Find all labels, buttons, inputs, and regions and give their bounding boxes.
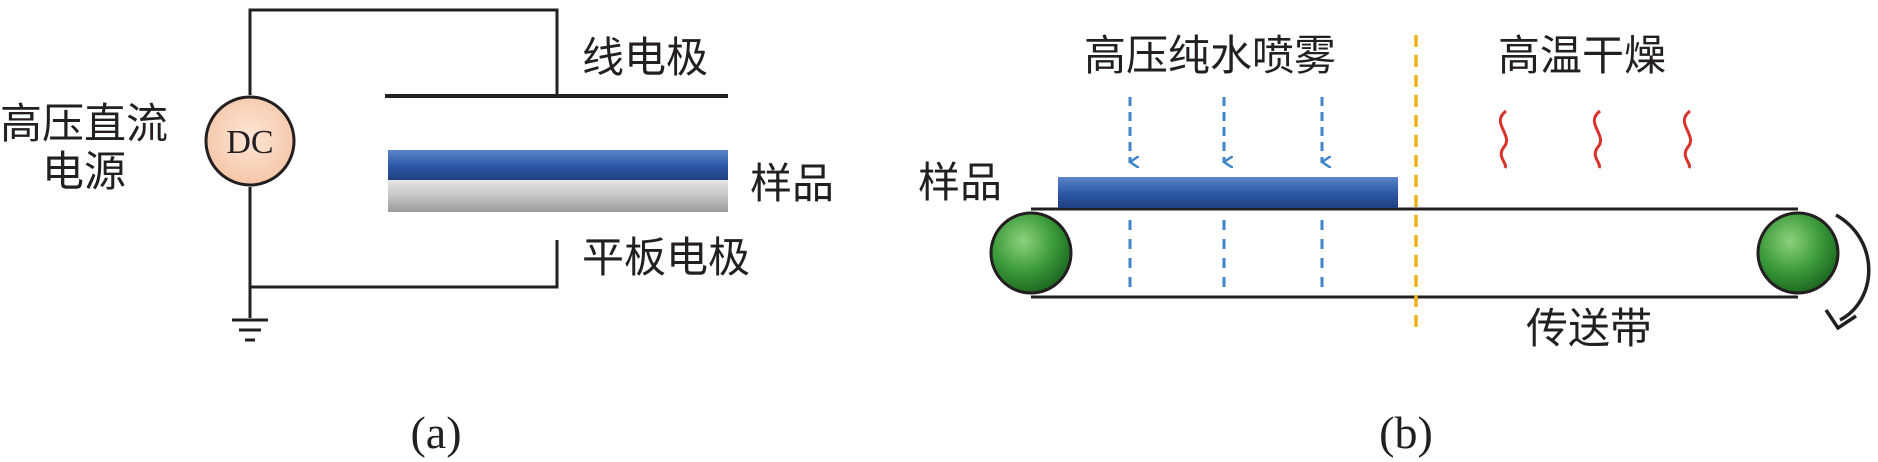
caption-a: (a) — [410, 407, 461, 458]
left-roller — [989, 211, 1073, 295]
panel-a: DC 高压直流 电源 线电极 样品 平板电极 (a) — [0, 8, 834, 458]
right-roller — [1756, 211, 1840, 295]
wire-electrode-label: 线电极 — [582, 33, 708, 82]
heat-wave-icon — [1498, 109, 1508, 169]
circuit-wires — [248, 8, 559, 318]
dc-source — [204, 95, 296, 187]
heat-wave-icon — [1592, 109, 1602, 169]
sample-label-b: 样品 — [918, 158, 1002, 207]
plate-electrode-label: 平板电极 — [582, 233, 750, 282]
panel-b: 高压纯水喷雾 高温干燥 样品 传送带 (b) — [918, 31, 1871, 458]
sample-on-conveyor — [1058, 177, 1398, 208]
sample-layer-blue — [388, 150, 728, 180]
spray-arrows — [1130, 97, 1322, 290]
caption-b: (b) — [1379, 407, 1433, 458]
spray-label: 高压纯水喷雾 — [1084, 31, 1336, 80]
drying-label: 高温干燥 — [1498, 31, 1666, 80]
heat-wave-icon — [1682, 109, 1692, 169]
power-source-label-line2: 电源 — [42, 147, 126, 196]
plate-electrode — [388, 180, 728, 212]
ground-icon — [232, 318, 268, 342]
conveyor-label: 传送带 — [1526, 304, 1652, 353]
rotation-arrow-icon — [1824, 213, 1871, 331]
dc-symbol: DC — [226, 124, 273, 161]
power-source-label-line1: 高压直流 — [0, 99, 168, 148]
heat-waves — [1498, 109, 1692, 169]
sample-label-a: 样品 — [750, 159, 834, 208]
